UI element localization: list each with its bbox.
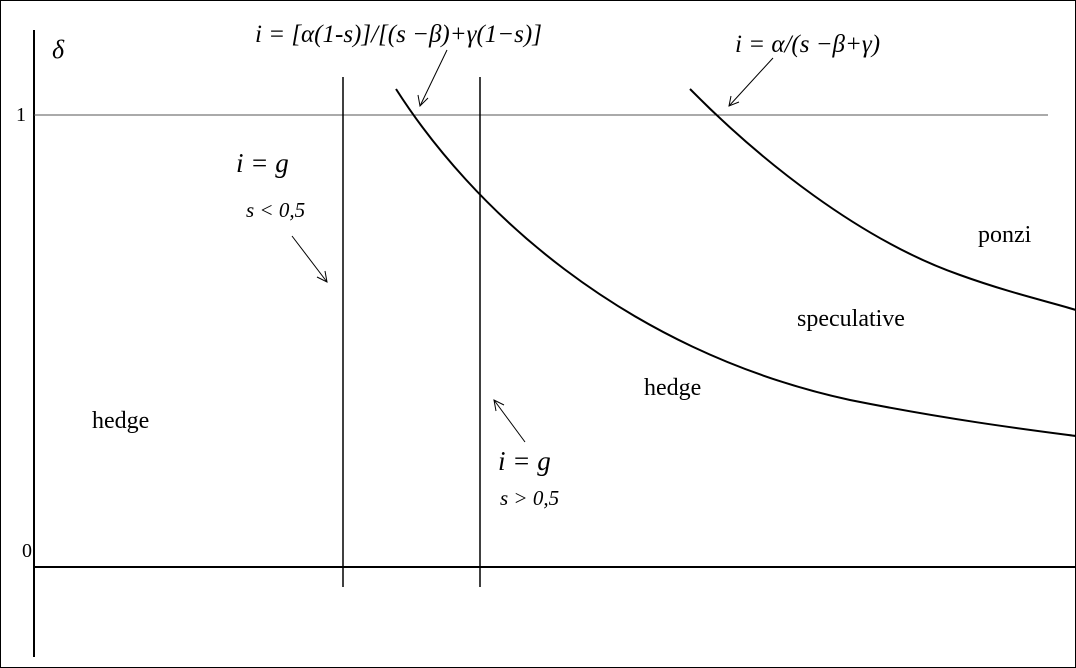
region-label-hedge-right: hedge bbox=[644, 375, 701, 401]
condition-right-inequality: s > 0,5 bbox=[500, 486, 559, 510]
y-tick-zero: 0 bbox=[22, 540, 32, 562]
arrow-to-ponzi-boundary bbox=[728, 57, 774, 107]
speculative-ponzi-boundary-curve bbox=[689, 88, 1076, 311]
condition-left-inequality: s < 0,5 bbox=[246, 198, 305, 222]
condition-right-equation: i = g bbox=[498, 446, 551, 476]
region-label-hedge-left: hedge bbox=[92, 408, 149, 434]
y-axis-label: δ bbox=[52, 35, 65, 64]
region-label-speculative: speculative bbox=[797, 306, 905, 332]
formula-ponzi-boundary: i = α/(s −β+γ) bbox=[735, 31, 880, 58]
y-tick-one: 1 bbox=[16, 104, 26, 126]
formula-hedge-boundary: i = [α(1-s)]/[(s −β)+γ(1−s)] bbox=[255, 21, 542, 48]
arrow-to-left-vertical-line bbox=[291, 235, 328, 283]
condition-left-equation: i = g bbox=[236, 148, 289, 178]
arrow-to-hedge-boundary bbox=[417, 49, 448, 108]
hedge-speculative-boundary-curve bbox=[395, 88, 1076, 437]
arrow-to-right-vertical-line bbox=[493, 399, 526, 443]
region-label-ponzi: ponzi bbox=[978, 222, 1032, 248]
